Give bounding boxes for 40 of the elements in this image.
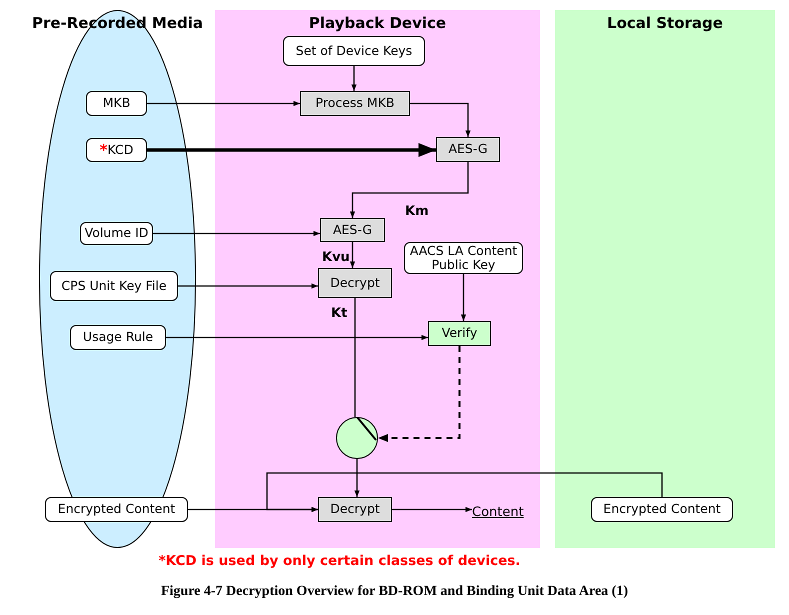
output-text: Content bbox=[472, 502, 532, 522]
data-box: Set of Device Keys bbox=[283, 36, 425, 66]
arrow bbox=[153, 230, 320, 236]
arrow bbox=[460, 274, 466, 321]
arrow bbox=[354, 459, 360, 497]
data-box: AACS LA Content Public Key bbox=[404, 242, 523, 274]
edge-label: Kt bbox=[331, 306, 348, 321]
process-box: Process MKB bbox=[300, 91, 410, 116]
data-box: Volume ID bbox=[80, 222, 153, 245]
switch-circle bbox=[336, 417, 378, 459]
arrow bbox=[147, 143, 436, 157]
process-box: Verify bbox=[428, 321, 491, 346]
process-box: AES-G bbox=[320, 218, 385, 242]
edge-label: Km bbox=[405, 204, 429, 219]
process-box: Decrypt bbox=[318, 497, 392, 522]
arrow bbox=[410, 102, 471, 137]
data-box: Usage Rule bbox=[70, 325, 166, 350]
connector-line bbox=[354, 298, 356, 417]
data-box: Encrypted Content bbox=[591, 497, 733, 522]
arrow bbox=[351, 66, 357, 91]
region-heading: Local Storage bbox=[606, 14, 724, 32]
arrow bbox=[378, 346, 460, 442]
arrow bbox=[350, 242, 356, 268]
ellipse-region bbox=[30, 10, 205, 548]
arrow bbox=[178, 283, 318, 289]
arrow bbox=[392, 506, 472, 512]
data-box: CPS Unit Key File bbox=[50, 271, 178, 301]
region-panel bbox=[215, 10, 540, 548]
arrow bbox=[147, 100, 300, 106]
region-heading: Playback Device bbox=[308, 14, 448, 32]
data-box: MKB bbox=[86, 91, 147, 116]
arrow bbox=[266, 472, 663, 512]
process-box: AES-G bbox=[436, 137, 500, 162]
process-box: Decrypt bbox=[318, 268, 392, 298]
arrow bbox=[350, 162, 469, 218]
footnote: *KCD is used by only certain classes of devices. bbox=[158, 553, 520, 569]
region-panel bbox=[555, 10, 775, 548]
arrow bbox=[166, 334, 428, 340]
edge-label: Kvu bbox=[322, 250, 350, 265]
figure-caption: Figure 4-7 Decryption Overview for BD-ROM and Binding Unit Data Area (1) bbox=[160, 584, 628, 600]
